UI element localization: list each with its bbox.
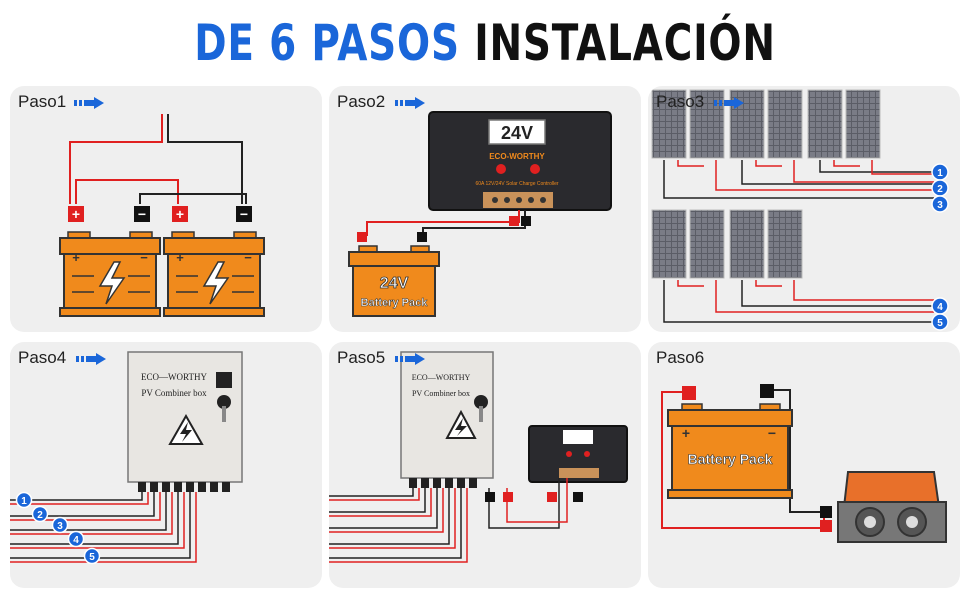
svg-text:3: 3 [937, 200, 943, 211]
step-3-panel: Paso3 [648, 86, 960, 332]
step-4-label: Paso4 [18, 348, 67, 367]
step-2-label: Paso2 [337, 92, 386, 111]
svg-text:+: + [682, 425, 690, 441]
number-badge-2: 2 [931, 179, 949, 197]
svg-text:1: 1 [21, 496, 27, 507]
number-badge-5: 5 [931, 313, 949, 331]
step-3-label: Paso3 [656, 92, 705, 111]
svg-text:PV Combiner box: PV Combiner box [141, 388, 207, 398]
svg-text:ECO—WORTHY: ECO—WORTHY [412, 373, 471, 382]
arrow-right-icon [395, 96, 425, 109]
svg-text:4: 4 [73, 535, 79, 546]
svg-text:60A 12V/24V Solar Charge Contr: 60A 12V/24V Solar Charge Controller [475, 181, 558, 187]
number-badge-3: 3 [51, 516, 69, 534]
step-5-label: Paso5 [337, 348, 386, 367]
step-6-panel: Paso6 + − Battery Pack [648, 342, 960, 588]
svg-text:Battery Pack: Battery Pack [688, 451, 773, 467]
page-title: DE 6 PASOS INSTALACIÓN [107, 8, 864, 78]
minus-symbol: − [244, 250, 252, 265]
svg-text:Battery Pack: Battery Pack [361, 297, 429, 309]
battery-icon [59, 231, 161, 317]
minus-symbol: − [138, 206, 146, 222]
combiner-box-diagram: ECO—WORTHY PV Combiner box 1 2 3 4 5 [10, 351, 243, 565]
step-6-label: Paso6 [656, 348, 705, 367]
step-1-label: Paso1 [18, 92, 67, 111]
number-badge-1: 1 [15, 491, 33, 509]
svg-text:24V: 24V [501, 123, 533, 143]
svg-text:ECO—WORTHY: ECO—WORTHY [141, 372, 207, 382]
parallel-battery-diagram: + − + − + − + − [59, 114, 265, 317]
battery-pack-icon: 24V Battery Pack [348, 245, 440, 317]
number-badge-1: 1 [931, 163, 949, 181]
arrow-right-icon [395, 352, 425, 365]
inverter-icon [837, 471, 947, 543]
svg-text:2: 2 [37, 510, 43, 521]
solar-array-diagram: 1 2 3 4 5 [651, 89, 949, 331]
solar-panel-row-2 [651, 209, 803, 279]
svg-text:2: 2 [937, 184, 943, 195]
number-badge-3: 3 [931, 195, 949, 213]
number-badge-4: 4 [931, 297, 949, 315]
plus-symbol: + [72, 206, 80, 222]
step-2-panel: Paso2 24V ECO-WORTHY 60A 12V/24V Solar C… [329, 86, 641, 332]
battery-inverter-diagram: + − Battery Pack [661, 384, 947, 543]
step-1-panel: Paso1 [10, 86, 322, 332]
title-part2: INSTALACIÓN [474, 14, 776, 72]
step-4-panel: Paso4 ECO—WORTHY PV Combiner box 1 2 [10, 342, 322, 588]
combiner-box: ECO—WORTHY PV Combiner box [400, 351, 494, 479]
combiner-box: ECO—WORTHY PV Combiner box [127, 351, 243, 483]
svg-text:5: 5 [89, 552, 95, 563]
battery-pack-icon: + − Battery Pack [667, 403, 793, 499]
svg-text:PV Combiner box: PV Combiner box [412, 389, 470, 398]
step-5-panel: Paso5 ECO—WORTHY PV Combiner box [329, 342, 641, 588]
number-badge-2: 2 [31, 505, 49, 523]
arrow-right-icon [714, 96, 744, 109]
arrow-right-icon [74, 96, 104, 109]
controller-battery-diagram: 24V ECO-WORTHY 60A 12V/24V Solar Charge … [348, 111, 612, 317]
charge-controller: 24V ECO-WORTHY 60A 12V/24V Solar Charge … [428, 111, 612, 211]
plus-symbol: + [72, 250, 80, 265]
svg-text:1: 1 [937, 168, 943, 179]
plus-symbol: + [176, 206, 184, 222]
arrow-right-icon [76, 352, 106, 365]
minus-symbol: − [240, 206, 248, 222]
title-part1: DE 6 PASOS [194, 14, 460, 72]
battery-icon [163, 231, 265, 317]
svg-text:−: − [768, 425, 776, 441]
number-badge-4: 4 [67, 530, 85, 548]
number-badge-5: 5 [83, 547, 101, 565]
svg-text:24V: 24V [380, 275, 409, 292]
combiner-controller-diagram: ECO—WORTHY PV Combiner box [329, 351, 628, 563]
svg-text:5: 5 [937, 318, 943, 329]
svg-text:4: 4 [937, 302, 943, 313]
minus-symbol: − [140, 250, 148, 265]
svg-text:ECO-WORTHY: ECO-WORTHY [489, 152, 545, 161]
svg-text:3: 3 [57, 521, 63, 532]
plus-symbol: + [176, 250, 184, 265]
charge-controller [528, 425, 628, 483]
